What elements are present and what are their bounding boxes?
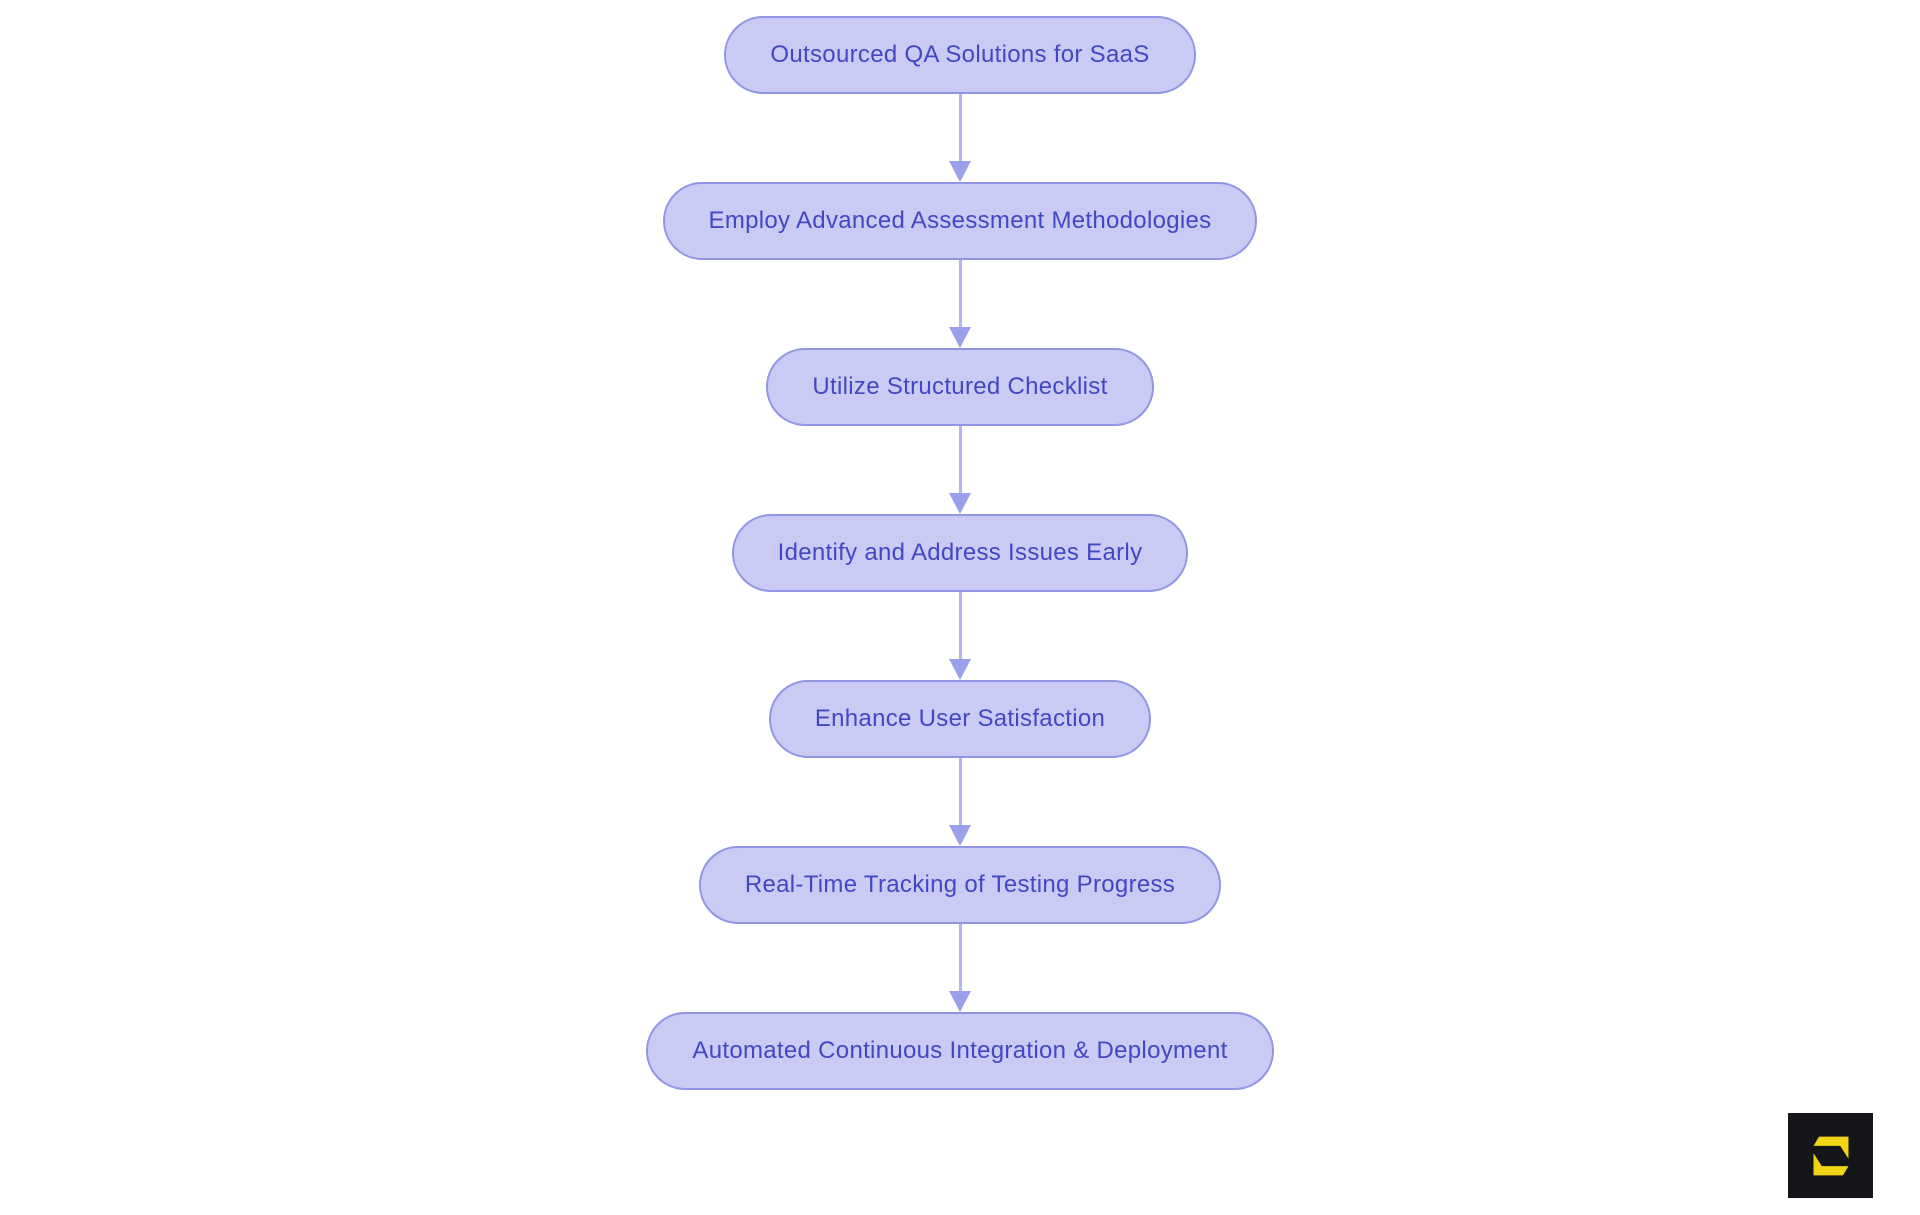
arrowhead-down-icon [949, 825, 971, 846]
flow-connector-arrow [947, 426, 973, 514]
connector-line [958, 592, 962, 659]
flow-connector-arrow [947, 592, 973, 680]
flow-connector-arrow [947, 94, 973, 182]
connector-line [958, 924, 962, 991]
flow-connector-arrow [947, 260, 973, 348]
flow-connector-arrow [947, 758, 973, 846]
arrowhead-down-icon [949, 991, 971, 1012]
flow-node: Real-Time Tracking of Testing Progress [698, 846, 1222, 924]
flow-node-label: Identify and Address Issues Early [777, 539, 1143, 566]
flow-node-label: Utilize Structured Checklist [812, 373, 1108, 400]
flow-node: Enhance User Satisfaction [768, 680, 1152, 758]
flow-node-label: Outsourced QA Solutions for SaaS [770, 41, 1150, 68]
flow-node: Outsourced QA Solutions for SaaS [724, 16, 1196, 94]
arrowhead-down-icon [949, 659, 971, 680]
arrowhead-down-icon [949, 161, 971, 182]
flow-node-label: Real-Time Tracking of Testing Progress [744, 871, 1176, 898]
s-logo-icon [1813, 1136, 1848, 1175]
flow-node-label: Automated Continuous Integration & Deplo… [692, 1037, 1228, 1064]
connector-line [958, 426, 962, 493]
flow-node-label: Employ Advanced Assessment Methodologies [708, 207, 1212, 234]
flow-node: Employ Advanced Assessment Methodologies [662, 182, 1258, 260]
flow-node: Automated Continuous Integration & Deplo… [646, 1012, 1274, 1090]
arrowhead-down-icon [949, 327, 971, 348]
connector-line [958, 94, 962, 161]
arrowhead-down-icon [949, 493, 971, 514]
connector-line [958, 260, 962, 327]
flowchart: Outsourced QA Solutions for SaaS Employ A… [0, 16, 1920, 1090]
flow-node: Identify and Address Issues Early [731, 514, 1189, 592]
flow-node: Utilize Structured Checklist [766, 348, 1154, 426]
flow-node-label: Enhance User Satisfaction [814, 705, 1106, 732]
brand-logo-badge [1788, 1113, 1873, 1198]
connector-line [958, 758, 962, 825]
flow-connector-arrow [947, 924, 973, 1012]
